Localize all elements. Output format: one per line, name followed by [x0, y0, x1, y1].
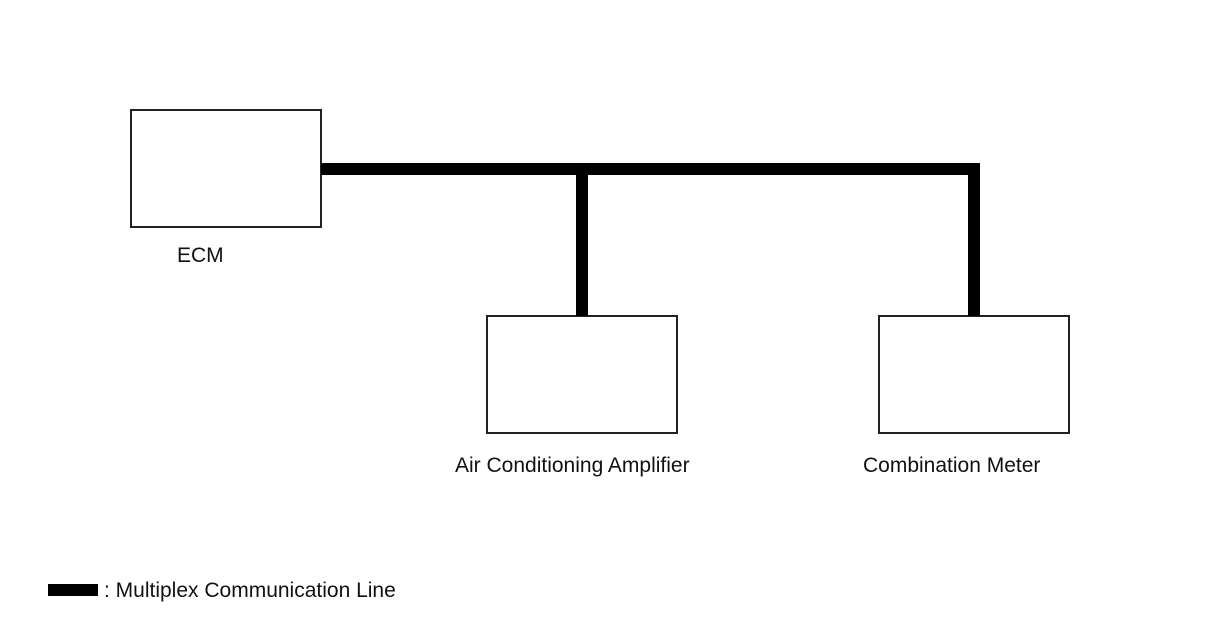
legend-label: : Multiplex Communication Line [104, 579, 396, 602]
combination-meter-label: Combination Meter [863, 454, 1041, 477]
ecm-box [130, 109, 322, 228]
multiplex-line-drop-combination-meter [968, 163, 980, 316]
multiplex-line-drop-ac-amplifier [576, 163, 588, 316]
air-conditioning-amplifier-box [486, 315, 678, 434]
combination-meter-box [878, 315, 1070, 434]
ecm-label: ECM [177, 244, 224, 267]
air-conditioning-amplifier-label: Air Conditioning Amplifier [455, 454, 690, 477]
multiplex-line-main [321, 163, 980, 175]
legend-line-swatch [48, 584, 98, 596]
